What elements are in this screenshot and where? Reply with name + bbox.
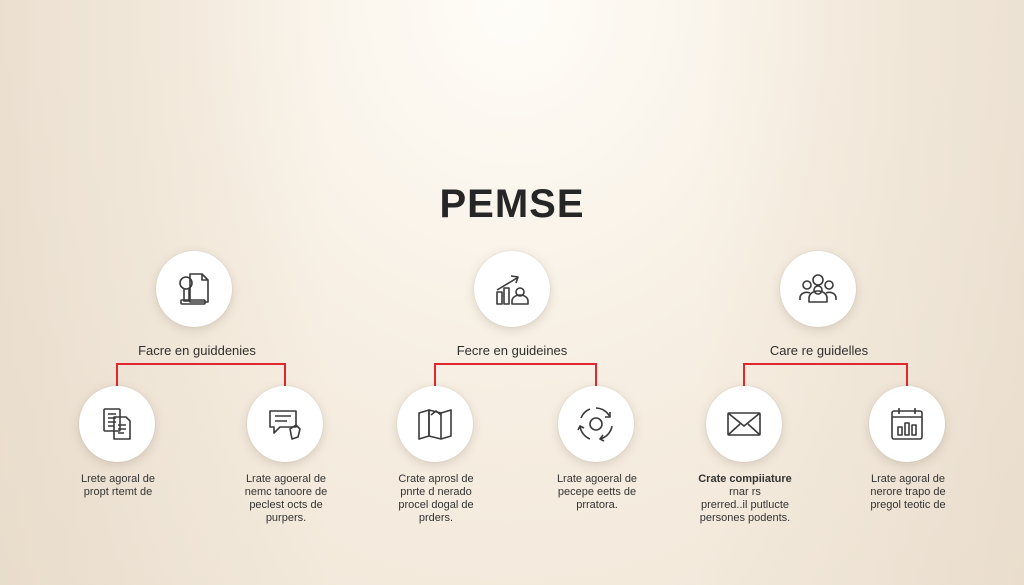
cycle-arrows-icon bbox=[577, 407, 613, 442]
calendar-chart-icon bbox=[891, 408, 923, 440]
group-2-icon-circle bbox=[474, 251, 550, 327]
group-3-child-2-text: Lrate agoral de nerore trapo de pregol t… bbox=[870, 473, 946, 511]
group-1-child-2-circle bbox=[247, 386, 323, 462]
group-2-child-2-circle bbox=[558, 386, 634, 462]
connector-bracket-3 bbox=[743, 363, 908, 386]
group-2-child-2-text: Lrate agoeral de pecepe eetts de prrator… bbox=[556, 473, 638, 511]
envelope-icon bbox=[727, 412, 761, 436]
group-2-child-1-circle bbox=[397, 386, 473, 462]
group-1-label: Facre en guiddenies bbox=[138, 343, 256, 358]
document-key-icon bbox=[179, 273, 209, 305]
group-people-icon bbox=[799, 274, 837, 303]
speech-bubble-icon bbox=[269, 410, 301, 440]
group-3-child-1-text: Crate compiiature rnar rs prerred..il pu… bbox=[698, 473, 792, 524]
group-1-icon-circle bbox=[156, 251, 232, 327]
connector-bracket-1 bbox=[116, 363, 286, 386]
page-title: PEMSE bbox=[439, 182, 585, 226]
group-3-icon-circle bbox=[780, 251, 856, 327]
group-2-label: Fecre en guideines bbox=[456, 343, 568, 358]
connector-bracket-2 bbox=[434, 363, 597, 386]
book-icon bbox=[418, 409, 452, 440]
group-1-child-1-circle bbox=[79, 386, 155, 462]
group-3-child-2-circle bbox=[869, 386, 945, 462]
documents-icon bbox=[103, 408, 131, 440]
growth-person-icon bbox=[496, 275, 529, 305]
group-1-child-2-text: Lrate agoeral de nemc tanoore de peclest… bbox=[244, 473, 328, 524]
group-1-child-1-text: Lrete agoral de propt rtemt de bbox=[81, 473, 155, 498]
group-2-child-1-text: Crate aprosl de pnrte d nerado procel do… bbox=[398, 473, 474, 524]
group-3-label: Care re guidelles bbox=[769, 343, 869, 358]
group-3-child-1-circle bbox=[706, 386, 782, 462]
